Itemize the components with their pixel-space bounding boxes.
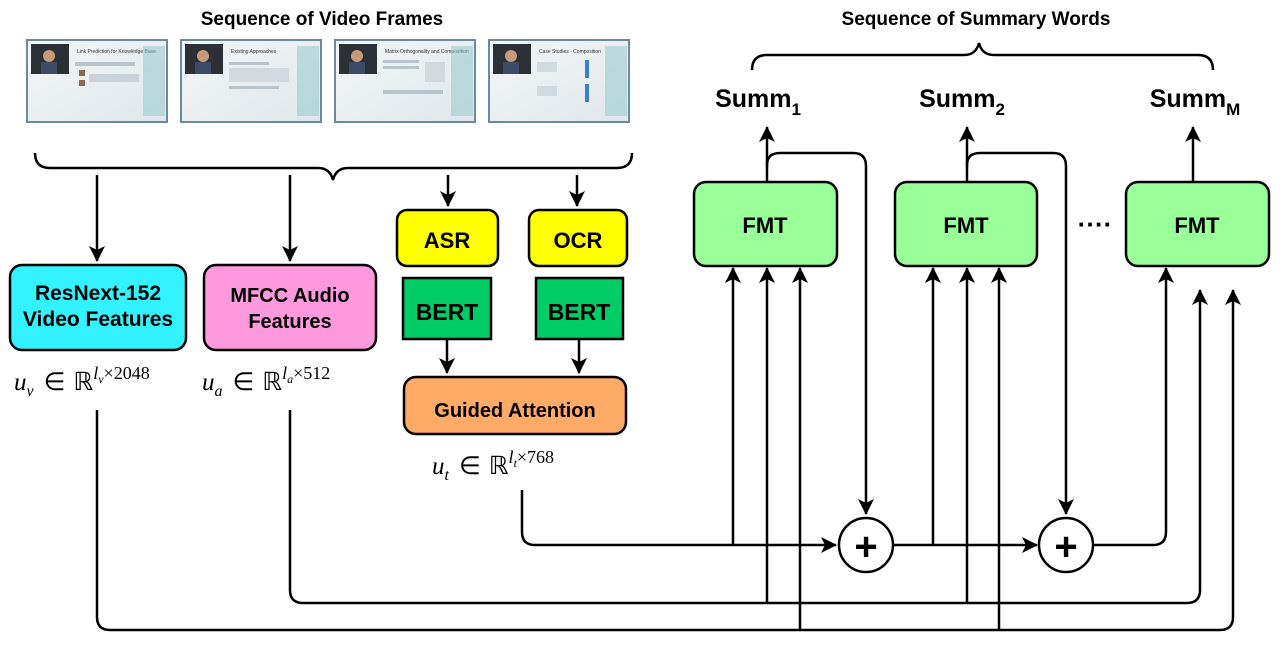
summary-word-1: Summ1 [715,85,801,119]
video-feature-wire [95,289,1241,632]
audio-feature-wire [288,289,1208,605]
frame-slide-title: Link Prediction for Knowledge Base [77,49,156,55]
fmt-box-m: FMT [1124,180,1271,268]
video-frame-4: Case Studies - Composition [488,39,630,123]
frame-slide-title: Matrix Orthogonality and Composition [385,49,469,55]
video-frame-1: Link Prediction for Knowledge Base [26,39,168,123]
mfcc-label-line2: Features [248,311,331,333]
bert-box-ocr: BERT [534,276,625,341]
summary-word-m: SummM [1150,85,1241,119]
ut-formula: ut∈ℝlt×768 [432,447,554,484]
video-frame-2: Existing Approaches [180,39,322,123]
fmt-box-2: FMT [893,180,1039,268]
plus-symbol: + [1054,525,1077,569]
fmt-box-1: FMT [692,180,839,268]
plus-node-2: + [1037,516,1095,574]
mfcc-label-line1: MFCC Audio [230,285,349,307]
resnext-label-line2: Video Features [23,308,173,331]
fmt-label: FMT [943,213,989,238]
video-frames-title: Sequence of Video Frames [201,9,444,30]
asr-label: ASR [424,228,471,253]
resnext-video-features-box: ResNext-152 Video Features [8,263,188,352]
mfcc-audio-features-box: MFCC Audio Features [202,263,378,352]
ocr-box: OCR [527,208,629,268]
video-frame-3: Matrix Orthogonality and Composition [334,39,476,123]
plus2-to-fmtm-wire [1093,267,1174,547]
ua-formula: ua∈ℝla×512 [202,363,330,400]
frames-brace [33,152,634,181]
bert-label: BERT [548,299,611,325]
summary-brace [750,42,1215,71]
fmt-label: FMT [1174,213,1220,238]
plus-symbol: + [854,525,877,569]
uv-formula: uv∈ℝlv×2048 [14,363,150,400]
guided-attention-label: Guided Attention [434,400,595,422]
text-feature-wire [520,490,837,553]
fmt1-feedback-wire [765,151,874,515]
fmt-ellipsis: ···· [1078,209,1113,239]
summary-words-title: Sequence of Summary Words [842,9,1111,30]
summary-word-2: Summ2 [919,85,1005,119]
plus-node-1: + [837,516,895,574]
fmt-label: FMT [742,213,788,238]
frame-slide-title: Case Studies - Composition [539,49,601,55]
guided-attention-box: Guided Attention [402,375,628,436]
ocr-label: OCR [554,228,603,253]
asr-box: ASR [395,208,500,268]
fmt2-feedback-wire [965,151,1074,515]
video-frames-row: Link Prediction for Knowledge Base Exist… [26,39,630,123]
bert-box-asr: BERT [401,276,493,341]
bert-label: BERT [416,299,479,325]
resnext-label-line1: ResNext-152 [35,282,161,305]
frame-slide-title: Existing Approaches [231,49,277,55]
